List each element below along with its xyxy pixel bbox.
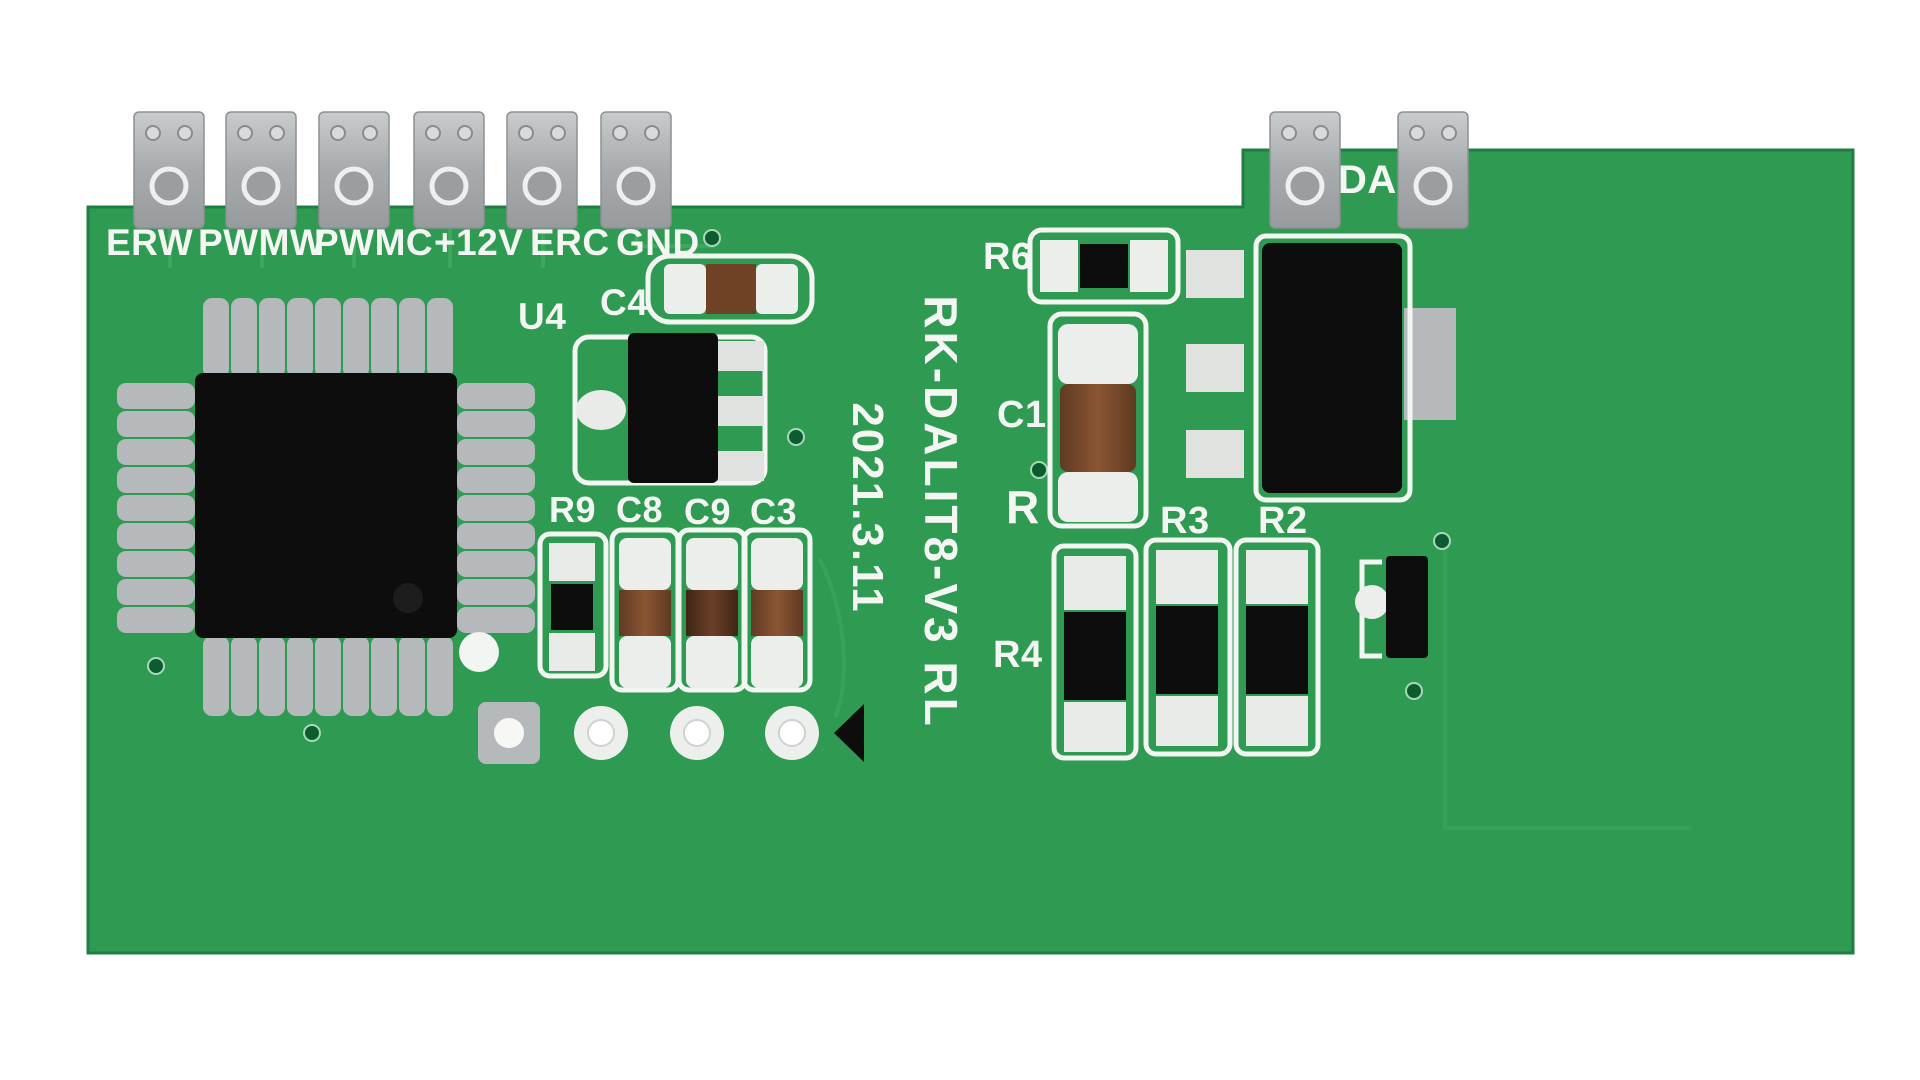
terminal-label-erc: ERC (530, 222, 610, 263)
designator-c4: C4 (600, 282, 649, 323)
terminal-label-pwmw: PWMW (198, 222, 326, 263)
terminal-pads-left (133, 111, 672, 229)
small-transistor (1355, 556, 1428, 659)
terminal-pads-right (1269, 111, 1469, 229)
component-r9 (537, 531, 609, 679)
board-date-label: 2021.3.11 (843, 402, 892, 614)
component-r3-body (1143, 537, 1233, 757)
terminal-label-da: DA (1338, 158, 1397, 202)
designator-r2: R2 (1258, 500, 1308, 542)
terminal-label-12v: +12V (434, 222, 524, 263)
regulator-chip (1186, 233, 1456, 503)
component-c1 (1047, 311, 1149, 529)
through-hole (765, 706, 819, 760)
designator-c3: C3 (750, 491, 798, 532)
designator-r4: R4 (993, 634, 1043, 676)
terminal-pad (413, 111, 485, 229)
component-c9 (676, 527, 748, 693)
through-hole (574, 706, 628, 760)
designator-c9: C9 (684, 491, 732, 532)
designator-r9: R9 (549, 489, 597, 530)
designator-r: R (1006, 481, 1040, 533)
component-c3 (741, 527, 813, 693)
component-r6 (1027, 227, 1181, 305)
terminal-label-erw: ERW (106, 222, 194, 263)
mounting-hole (459, 632, 499, 672)
terminal-pad (225, 111, 297, 229)
terminal-pad (600, 111, 672, 229)
designator-r3: R3 (1160, 500, 1210, 542)
board-model-label: RK-DALIT8-V3 RL (915, 295, 967, 729)
pin1-dot (393, 583, 423, 613)
bottom-pad-row (478, 702, 864, 764)
through-hole (670, 706, 724, 760)
designator-c1: C1 (997, 394, 1047, 436)
terminal-label-gnd: GND (616, 222, 700, 263)
mcu-chip (117, 298, 535, 716)
component-u4 (572, 333, 768, 486)
terminal-pad (506, 111, 578, 229)
terminal-pad (318, 111, 390, 229)
component-c4 (645, 253, 815, 325)
polarity-triangle-marker (834, 704, 864, 762)
terminal-label-pwmc: PWMC (314, 222, 434, 263)
terminal-pad (1269, 111, 1341, 229)
terminal-pad (133, 111, 205, 229)
terminal-pad (1397, 111, 1469, 229)
component-r2-body (1233, 537, 1321, 757)
designator-r6: R6 (983, 236, 1033, 278)
designator-u4: U4 (518, 296, 567, 337)
designator-c8: C8 (616, 489, 664, 530)
component-r4-body (1051, 543, 1139, 761)
vias (147, 229, 1451, 742)
component-c8 (609, 527, 681, 693)
